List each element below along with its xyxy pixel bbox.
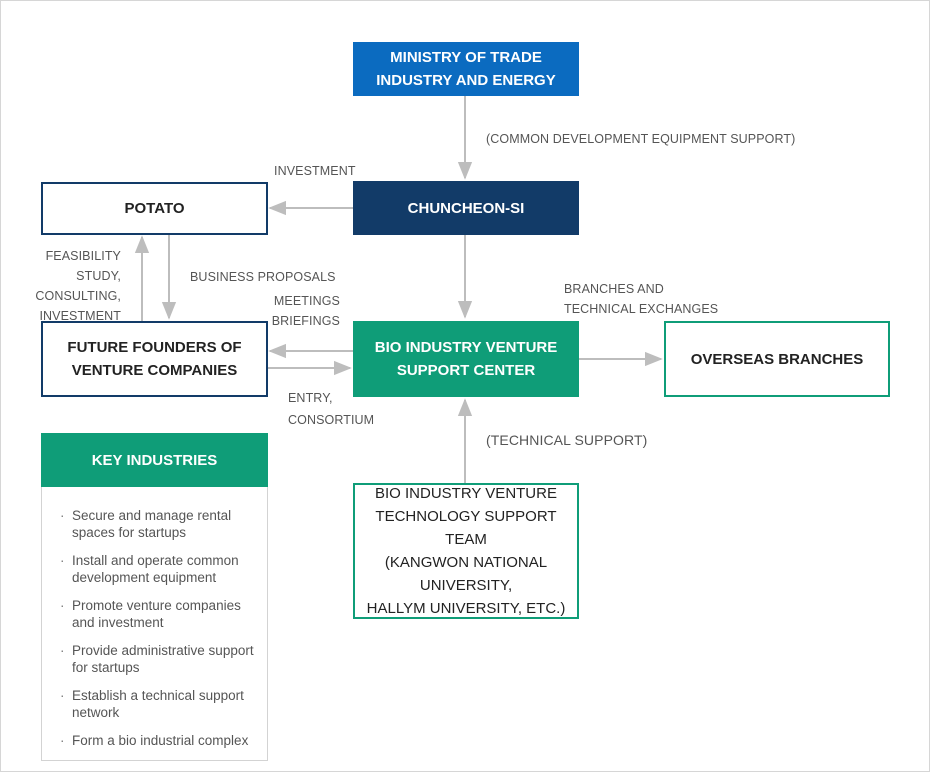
key-industry-item: Establish a technical support network [60, 687, 259, 721]
potato-label: POTATO [124, 200, 185, 217]
overseas-label: OVERSEAS BRANCHES [690, 350, 864, 368]
key-industry-item: Install and operate common development e… [60, 552, 259, 586]
key-industry-item: Promote venture companies and investment [60, 597, 259, 631]
tech-team-label: BIO INDUSTRY VENTURE TECHNOLOGY SUPPORT … [366, 485, 566, 617]
bio-center-box: BIO INDUSTRY VENTURE SUPPORT CENTER [353, 321, 579, 397]
tech-team-box: BIO INDUSTRY VENTURE TECHNOLOGY SUPPORT … [353, 483, 579, 619]
meetings-briefings-label: MEETINGS BRIEFINGS [271, 294, 340, 328]
future-founders-label: FUTURE FOUNDERS OF VENTURE COMPANIES [67, 339, 242, 379]
bio-center-label: BIO INDUSTRY VENTURE SUPPORT CENTER [374, 339, 558, 379]
branches-exchanges-label: BRANCHES AND TECHNICAL EXCHANGES [564, 282, 719, 316]
feasibility-label: FEASIBILITY STUDY, CONSULTING, INVESTMEN… [35, 249, 121, 323]
key-industry-item: Provide administrative support for start… [60, 642, 259, 676]
key-industry-item: Secure and manage rental spaces for star… [60, 507, 259, 541]
chuncheon-box: CHUNCHEON-SI [353, 181, 579, 235]
ministry-box: MINISTRY OF TRADE INDUSTRY AND ENERGY [353, 42, 579, 96]
chuncheon-label: CHUNCHEON-SI [407, 199, 525, 217]
overseas-box: OVERSEAS BRANCHES [664, 321, 890, 397]
ministry-label: MINISTRY OF TRADE INDUSTRY AND ENERGY [376, 49, 556, 89]
key-industries-title: KEY INDUSTRIES [41, 433, 268, 487]
potato-box: POTATO [41, 182, 268, 235]
entry-consortium-label: ENTRY, CONSORTIUM [288, 391, 375, 427]
key-industry-item: Form a bio industrial complex [60, 732, 259, 749]
key-industries-panel: KEY INDUSTRIES Secure and manage rental … [41, 433, 268, 761]
future-founders-box: FUTURE FOUNDERS OF VENTURE COMPANIES [41, 321, 268, 397]
equipment-support-label: (COMMON DEVELOPMENT EQUIPMENT SUPPORT) [486, 132, 796, 146]
technical-support-label: (TECHNICAL SUPPORT) [486, 432, 648, 448]
key-industries-list: Secure and manage rental spaces for star… [42, 487, 267, 749]
investment-label: INVESTMENT [274, 164, 356, 178]
business-proposals-label: BUSINESS PROPOSALS [190, 270, 336, 284]
